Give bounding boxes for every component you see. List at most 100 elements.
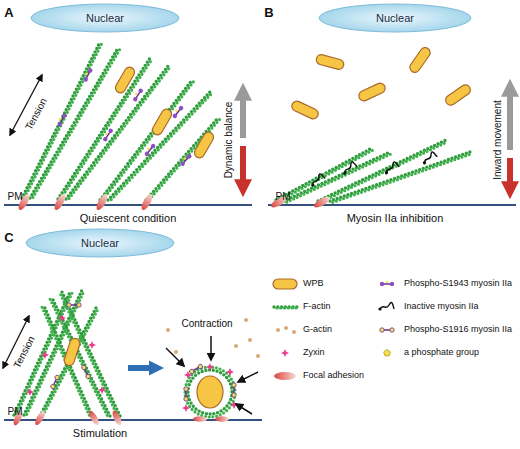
actin-filament	[102, 81, 194, 201]
g-actin	[174, 350, 178, 354]
g-actin	[166, 318, 260, 358]
actin-filament	[330, 152, 470, 201]
legend-label: WPB	[303, 279, 324, 289]
panel-letter: A	[4, 6, 13, 20]
myosin-phospho-s1916	[184, 363, 236, 401]
myosin-phospho-s1943	[82, 67, 93, 82]
annotation-label: Contraction	[181, 318, 232, 329]
focal-adhesion	[193, 416, 207, 422]
wpb-granule	[114, 65, 137, 94]
wpb-granule	[290, 100, 320, 121]
nucleus-ellipse: Nuclear	[318, 3, 472, 33]
legend-sample	[380, 328, 394, 332]
zyxin	[26, 388, 34, 396]
balance-arrows	[240, 146, 246, 190]
annotation-label: Quiescent condition	[80, 212, 177, 224]
myosin-phospho-s1943	[131, 87, 143, 102]
annotation-label: Tension	[11, 334, 36, 370]
nucleus-label: Nuclear	[376, 12, 414, 24]
legend-label: Phospho-S1916 myosin IIa	[404, 325, 512, 335]
balance-arrows	[240, 90, 246, 138]
legend-sample	[384, 350, 391, 356]
legend-label: Zyxin	[303, 348, 325, 358]
g-actin	[244, 318, 248, 322]
focal-adhesion	[193, 416, 229, 422]
panel-letter: C	[4, 231, 13, 245]
myosin-phospho-s1916	[81, 365, 91, 380]
focal-adhesion	[12, 409, 124, 426]
focal-adhesion	[94, 192, 109, 211]
legend-sample	[378, 302, 394, 310]
wpb-granule	[193, 130, 216, 159]
wpb-granule	[408, 46, 432, 75]
legend-sample	[292, 330, 296, 334]
wpb-granule	[357, 82, 387, 103]
nucleus-label: Nuclear	[81, 237, 119, 249]
legend-label: Phospho-S1943 myosin IIa	[404, 279, 512, 289]
actin-filament	[331, 154, 471, 203]
g-actin	[166, 328, 170, 332]
focal-adhesion	[215, 416, 229, 422]
focal-adhesion	[111, 409, 124, 426]
wpb-granule	[63, 337, 81, 367]
myosin-phospho-s1916	[189, 363, 204, 374]
actin-filament	[42, 307, 90, 417]
inward-arrows	[507, 158, 513, 192]
contracted-actin-ring	[185, 367, 235, 417]
actin-filament	[60, 59, 152, 200]
myosin-phospho-s1916	[184, 387, 188, 401]
annotation-label: PM	[8, 191, 23, 202]
zyxin	[206, 363, 214, 371]
focal-adhesion	[52, 192, 67, 211]
actin-filament	[285, 154, 391, 203]
focal-adhesion	[312, 194, 331, 209]
nucleus-ellipse: Nuclear	[30, 3, 180, 33]
legend-sample	[274, 372, 296, 380]
annotation-label: PM	[276, 191, 291, 202]
actin-filament	[62, 292, 120, 416]
g-actin	[234, 344, 238, 348]
myosin-inactive	[340, 161, 358, 176]
g-actin	[248, 338, 252, 342]
legend-sample	[274, 305, 298, 308]
myosin-phospho-s1943	[143, 142, 156, 157]
contracted-actin-ring	[185, 367, 235, 417]
annotation-label: Stimulation	[73, 427, 127, 439]
panel-letter: B	[264, 6, 273, 20]
actin-filament	[50, 299, 108, 417]
annotation-label: Myosin IIa inhibition	[347, 212, 444, 224]
plasma-membrane	[4, 205, 516, 420]
actin-filament	[60, 293, 118, 417]
myosin-phospho-s1916	[67, 303, 81, 307]
actin-filament	[44, 306, 92, 416]
annotation-label: PM	[8, 406, 23, 417]
nucleus-label: Nuclear	[86, 12, 124, 24]
legend-sample	[276, 328, 280, 332]
nucleus-shape	[319, 4, 471, 32]
contracted-actin-ring	[197, 376, 223, 408]
focal-adhesion	[87, 409, 101, 426]
wpb-granule	[290, 46, 472, 121]
zyxin	[58, 314, 66, 322]
myosin-phospho-s1916	[50, 375, 60, 390]
legend-swatch	[273, 279, 297, 289]
actin-filament	[319, 142, 447, 203]
zyxin	[26, 314, 106, 396]
inward-arrows	[507, 86, 513, 150]
zyxin	[182, 363, 238, 412]
zyxin	[88, 341, 96, 349]
myosin-phospho-s1943	[56, 112, 67, 127]
annotation-label: Inward movement	[492, 100, 503, 179]
nucleus-ellipse: Nuclear	[25, 228, 175, 258]
annotation-label: Tension	[23, 96, 49, 132]
wpb-granule	[114, 65, 216, 159]
plasma-membrane	[4, 204, 252, 206]
actin-filament	[22, 42, 220, 201]
myosin-inactive	[382, 161, 400, 175]
transition-arrow	[128, 368, 158, 369]
wpb-granule	[444, 83, 473, 107]
focal-adhesion	[139, 192, 154, 211]
myosin-phospho-s1943	[179, 153, 193, 167]
